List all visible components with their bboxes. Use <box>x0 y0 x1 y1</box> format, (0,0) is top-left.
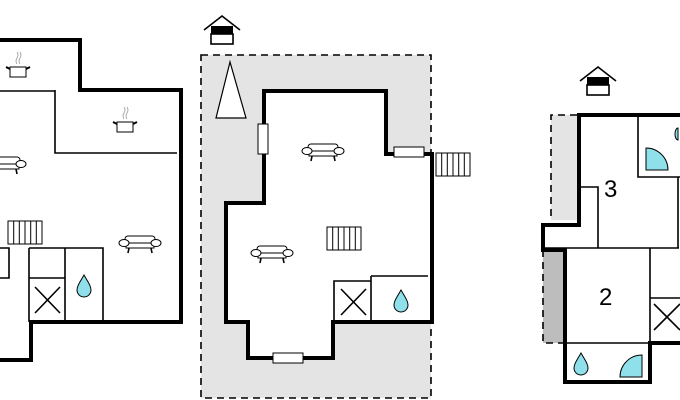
interior-wall <box>0 90 177 322</box>
window-icon <box>272 352 304 364</box>
door-swing-icon <box>619 354 643 378</box>
right-floor-plan: 3 2 <box>541 66 680 384</box>
chimney-icon <box>579 66 617 96</box>
tree-icon <box>215 59 247 119</box>
stairs-icon <box>7 220 43 245</box>
water-drop-icon <box>573 352 589 376</box>
terrace-strip <box>551 115 577 220</box>
kitchen-pot-icon <box>112 106 138 133</box>
sofa-icon <box>0 156 27 175</box>
middle-floor-plan <box>200 15 471 399</box>
water-drop-icon <box>674 127 679 141</box>
window-icon <box>257 123 269 155</box>
kitchen-pot-icon <box>5 51 31 78</box>
stairs-icon <box>326 226 362 251</box>
storage-x-icon <box>34 286 61 314</box>
exterior-wall <box>0 38 183 362</box>
water-drop-icon <box>76 274 92 298</box>
room-label-2: 2 <box>599 284 612 311</box>
interior-wall <box>333 275 428 322</box>
interior-wall <box>543 117 680 344</box>
window-icon <box>393 146 425 158</box>
sofa-icon <box>118 235 162 254</box>
storage-x-icon <box>340 288 367 316</box>
door-swing-icon <box>645 147 669 171</box>
chimney-icon <box>203 15 241 45</box>
room-label-3: 3 <box>604 176 617 203</box>
outdoor-stairs-icon <box>435 152 471 177</box>
exterior-wall <box>224 89 434 360</box>
left-floor-plan <box>0 38 183 362</box>
exterior-wall <box>541 113 680 343</box>
exterior-wall <box>563 341 680 384</box>
storage-x-icon <box>653 303 680 331</box>
dark-strip <box>543 250 563 343</box>
